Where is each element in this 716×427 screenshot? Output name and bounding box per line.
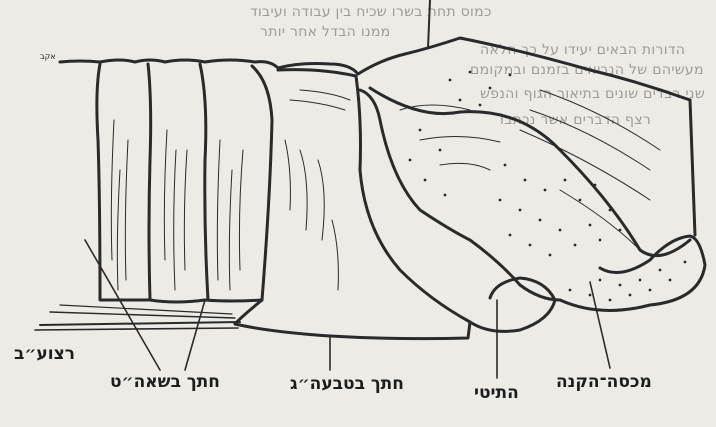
- hatch: [290, 100, 345, 110]
- hatch: [239, 150, 243, 270]
- inner-mass-upper: [370, 88, 690, 256]
- middle-lobe-bottom: [235, 300, 262, 324]
- label-hypothalamus: התיטי: [474, 383, 519, 403]
- hatch: [318, 160, 324, 240]
- leader-cover-reed: [590, 282, 610, 368]
- hatch: [164, 130, 167, 260]
- hatch: [285, 140, 290, 210]
- curled-lobe: [560, 236, 705, 310]
- inner-mass-contour: [360, 90, 560, 300]
- hatch: [300, 150, 307, 230]
- hatch: [111, 120, 114, 260]
- segment-1: [97, 64, 148, 300]
- top-leader-line: [428, 0, 430, 48]
- hatch: [440, 163, 490, 170]
- label-section-lower: חתך בטבעה״ג: [290, 374, 404, 394]
- segment-divider-3: [252, 66, 272, 300]
- hatch: [420, 136, 500, 142]
- hatch: [184, 150, 187, 270]
- label-cover-reed: מכסה־הקנה: [556, 372, 652, 392]
- segment-bottom: [150, 300, 262, 302]
- label-top-small: אקב: [40, 52, 56, 61]
- leader-section-upper-right: [185, 300, 205, 370]
- hatch: [117, 170, 120, 290]
- hatch: [300, 90, 350, 100]
- label-spinal-cord: רצוע״ב: [14, 344, 75, 364]
- hatch: [217, 140, 220, 280]
- hatch: [520, 130, 650, 200]
- right-edge: [690, 100, 695, 235]
- hatch: [332, 220, 338, 290]
- segment-divider-1: [148, 64, 151, 300]
- segment-divider-2: [200, 64, 208, 300]
- hatch: [229, 170, 232, 290]
- base-line-1: [40, 322, 240, 325]
- lower-bulge: [470, 278, 555, 331]
- hatch: [125, 140, 128, 280]
- label-section-upper: חתך בשאה״ט: [110, 372, 220, 392]
- hatch: [174, 150, 176, 290]
